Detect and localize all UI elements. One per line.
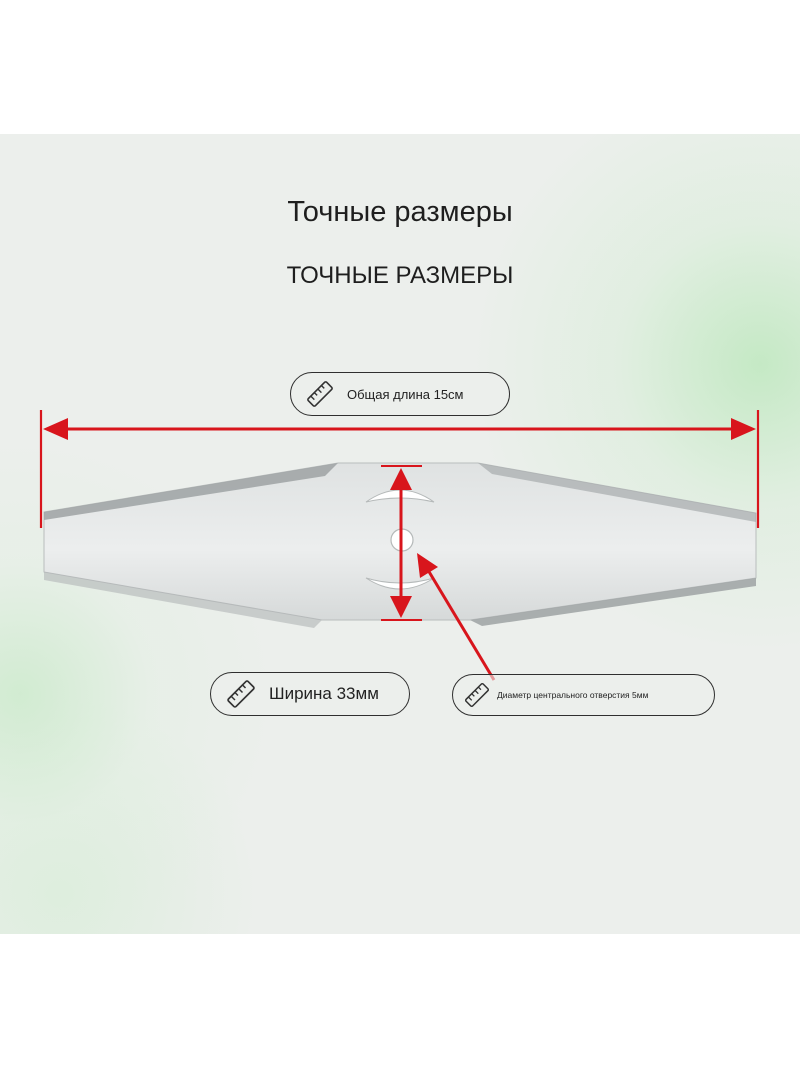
ruler-icon — [464, 682, 490, 708]
page-title: Точные размеры — [287, 196, 513, 228]
width-label: Ширина 33мм — [269, 684, 379, 703]
length-dimension — [39, 410, 760, 528]
ruler-icon — [307, 381, 333, 407]
length-label-pill: Общая длина 15см — [290, 372, 510, 416]
ruler-icon — [227, 680, 255, 708]
width-dimension — [381, 465, 422, 621]
hole-diameter-label-pill: Диаметр центрального отверстия 5мм — [452, 674, 715, 716]
length-label: Общая длина 15см — [347, 386, 464, 402]
hole-leader-arrow — [417, 553, 496, 681]
width-label-pill: Ширина 33мм — [210, 672, 410, 716]
page-subtitle: ТОЧНЫЕ РАЗМЕРЫ — [286, 262, 514, 289]
hole-diameter-label: Диаметр центрального отверстия 5мм — [497, 690, 649, 700]
